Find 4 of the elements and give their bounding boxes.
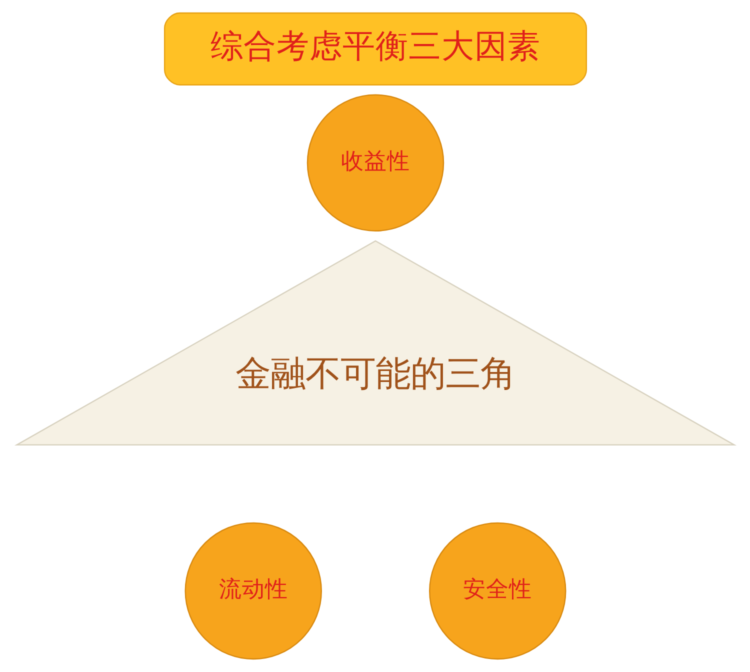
node-circle: 流动性 (184, 522, 322, 660)
node-circle: 安全性 (428, 522, 566, 660)
node-box: 综合考虑平衡三大因素 (163, 12, 586, 86)
node-circle: 收益性 (306, 94, 444, 232)
